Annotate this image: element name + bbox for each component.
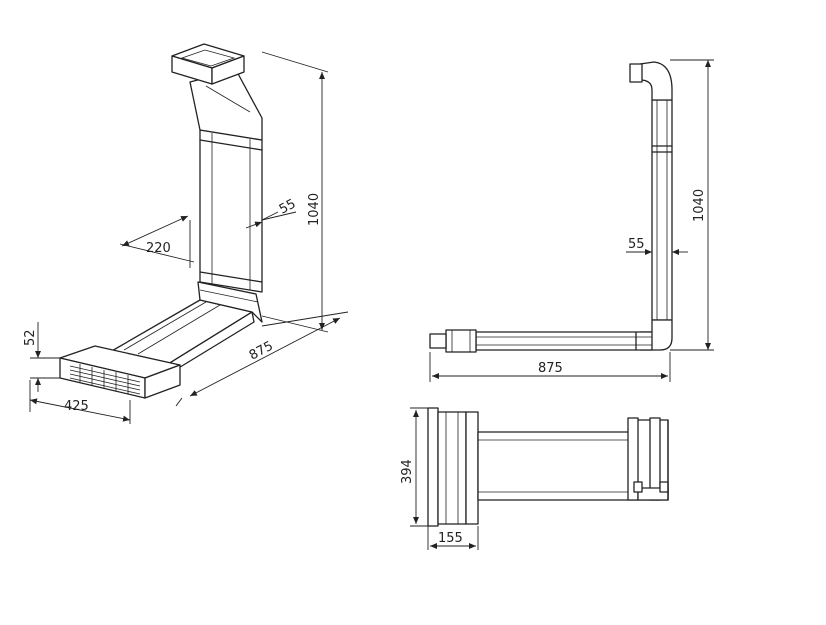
top-depth-label: 155 [438, 531, 463, 546]
iso-depth-label: 220 [146, 241, 171, 256]
side-duct-thickness-label: 55 [628, 237, 645, 252]
iso-length-label: 875 [247, 339, 276, 364]
iso-duct-thickness-label: 55 [277, 197, 299, 218]
side-length-label: 875 [538, 361, 563, 376]
top-view: 394 155 [400, 407, 669, 550]
side-height-label: 1040 [692, 189, 707, 222]
grille-slots [69, 364, 141, 395]
iso-height-label: 1040 [307, 193, 322, 226]
top-width-label: 394 [400, 459, 415, 484]
iso-outlet-height-label: 52 [23, 329, 38, 346]
side-view: 1040 875 55 [429, 59, 714, 382]
iso-width-label: 425 [64, 399, 89, 414]
isometric-view: 1040 875 425 52 220 55 [23, 43, 349, 424]
